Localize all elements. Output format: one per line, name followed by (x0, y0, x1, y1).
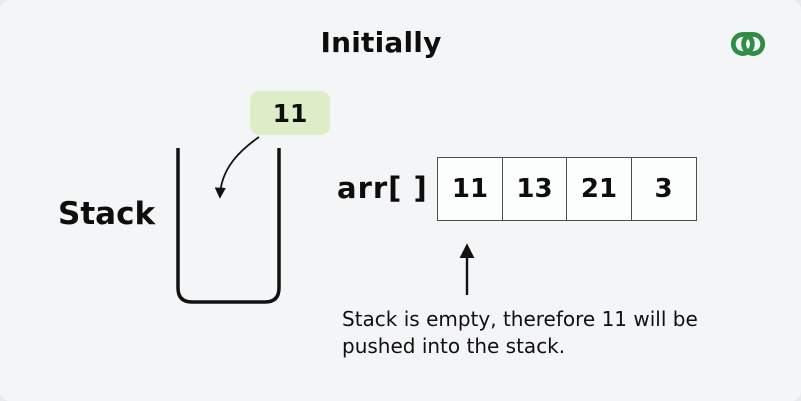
push-value: 11 (272, 98, 308, 128)
array-cell: 3 (630, 157, 697, 221)
push-value-box: 11 (250, 91, 330, 135)
page-title: Initially (320, 26, 442, 59)
push-curved-arrow (214, 136, 260, 199)
caption-text: Stack is empty, therefore 11 will be pus… (342, 306, 698, 360)
array-cell: 13 (501, 157, 568, 221)
array-cell: 11 (437, 157, 503, 221)
caption-line-2: pushed into the stack. (342, 334, 566, 358)
array-cell: 21 (566, 157, 632, 221)
array-label: arr[ ] (337, 171, 428, 205)
geeksforgeeks-logo-icon (722, 27, 774, 61)
stack-container-shape (176, 148, 281, 304)
caption-line-1: Stack is empty, therefore 11 will be (342, 307, 698, 331)
stack-label: Stack (58, 196, 156, 232)
array: 11 13 21 3 (437, 157, 697, 221)
